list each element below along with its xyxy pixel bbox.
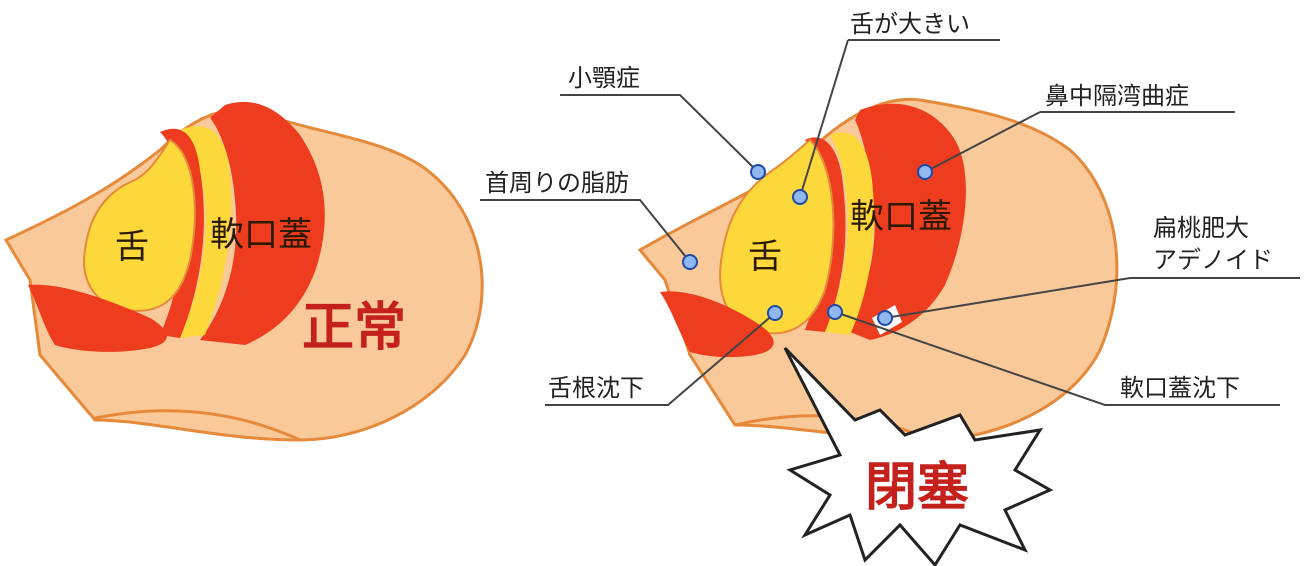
- callout-neck-fat: 首周りの脂肪: [485, 169, 629, 197]
- callout-soft-palate-drop: 軟口蓋沈下: [1120, 374, 1240, 402]
- marker-soft-palate-drop: [827, 304, 843, 320]
- normal-jaw: [28, 284, 167, 352]
- normal-pharynx-wall: [200, 101, 325, 345]
- obstructed-jaw: [660, 291, 774, 358]
- normal-soft-palate-label: 軟口蓋: [210, 215, 312, 255]
- leader-tonsil: [884, 277, 1300, 319]
- normal-tongue-label: 舌: [115, 227, 149, 267]
- obstructed-soft-palate-label: 軟口蓋: [850, 197, 952, 237]
- obstructed-tongue-label: 舌: [748, 237, 782, 277]
- obstructed-pharynx-wall: [845, 103, 966, 340]
- normal-airway-stripe: [180, 126, 232, 338]
- leader-neck-fat: [480, 199, 691, 263]
- callout-large-tongue: 舌が大きい: [850, 10, 970, 38]
- callout-tonsil-line2: アデノイド: [1153, 246, 1273, 274]
- leader-micrognathia: [560, 94, 759, 173]
- marker-large-tongue: [792, 189, 808, 205]
- marker-deviated-septum: [917, 164, 933, 180]
- callout-tonsil-line1: 扁桃肥大: [1153, 214, 1249, 242]
- callout-leaders: [480, 39, 1300, 406]
- normal-neck-line: [94, 409, 301, 442]
- obstruction-starburst: [783, 346, 1054, 566]
- callout-markers: [682, 164, 933, 326]
- callout-deviated-septum: 鼻中隔湾曲症: [1045, 82, 1189, 110]
- obstructed-status-label: 閉塞: [865, 458, 969, 518]
- marker-tongue-base: [767, 305, 783, 321]
- leader-deviated-septum-2: [924, 111, 1041, 173]
- normal-airway-panel: 舌 軟口蓋 正常: [3, 101, 484, 442]
- callout-tongue-base: 舌根沈下: [548, 374, 644, 402]
- obstructed-airway-stripe: [825, 132, 874, 335]
- normal-status-label: 正常: [302, 298, 406, 358]
- callout-micrognathia: 小顎症: [568, 64, 640, 92]
- marker-tonsil: [877, 310, 893, 326]
- marker-micrognathia: [750, 164, 766, 180]
- marker-neck-fat: [682, 254, 698, 270]
- leader-soft-palate-drop: [834, 311, 1280, 406]
- leader-large-tongue-2: [799, 39, 849, 198]
- obstructed-airway-panel: 舌 軟口蓋 閉塞 舌が大きい 小顎症: [480, 10, 1300, 566]
- leader-tongue-base: [545, 312, 776, 406]
